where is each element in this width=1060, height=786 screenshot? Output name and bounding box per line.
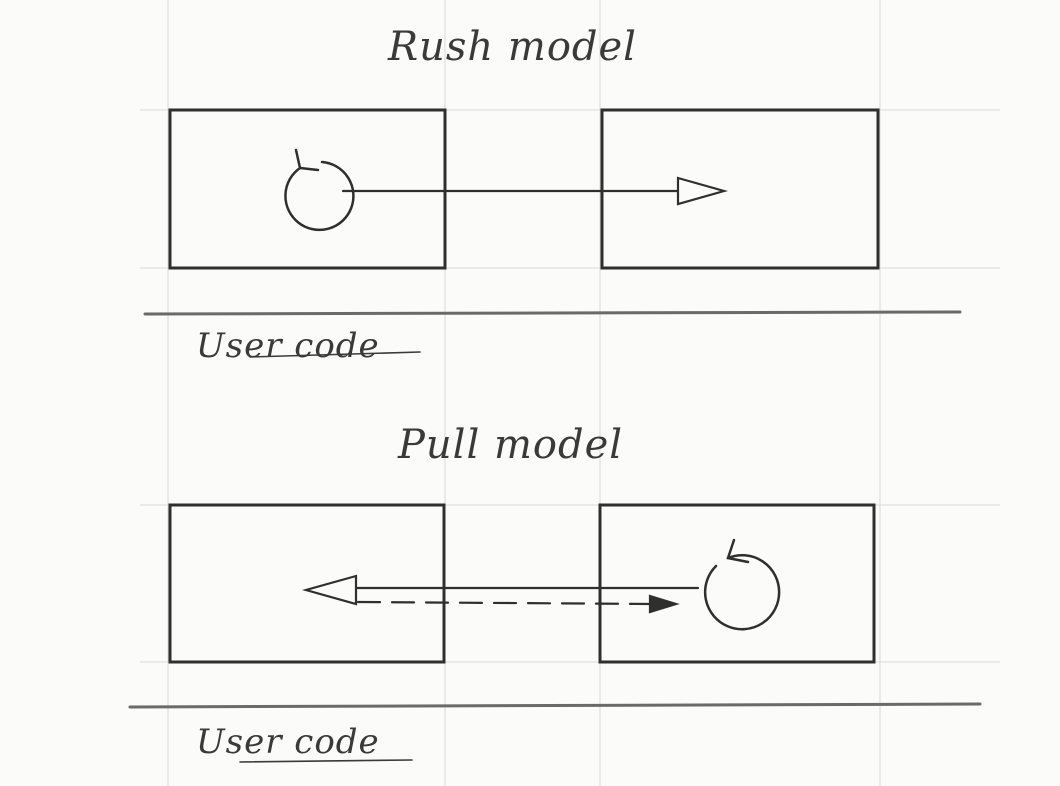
push-user-code-separator	[143, 310, 962, 316]
pull-left-box	[168, 503, 446, 664]
pull-user-code-caption: User code	[196, 722, 380, 762]
push-loop-arrowhead	[294, 148, 320, 172]
push-loop-icon	[284, 160, 355, 232]
push-arrow-head	[676, 176, 729, 206]
push-left-box	[168, 108, 447, 270]
pull-response-arrow-head	[648, 594, 680, 614]
push-caption-underline	[249, 351, 421, 358]
pull-caption-underline	[239, 759, 413, 763]
push-right-box	[600, 108, 880, 270]
pull-model-group	[128, 503, 982, 763]
push-model-group	[143, 108, 962, 358]
pull-right-box	[598, 503, 876, 664]
pull-response-arrow-line	[356, 600, 654, 606]
pull-loop-arrowhead	[726, 538, 750, 564]
push-model-title: Rush model	[388, 24, 637, 70]
guide-lines	[140, 0, 1000, 786]
pull-model-title: Pull model	[398, 422, 624, 468]
pull-user-code-separator	[128, 702, 982, 709]
push-user-code-caption: User code	[196, 326, 380, 366]
pull-loop-icon	[703, 553, 781, 631]
pull-request-arrow-head	[301, 574, 358, 606]
